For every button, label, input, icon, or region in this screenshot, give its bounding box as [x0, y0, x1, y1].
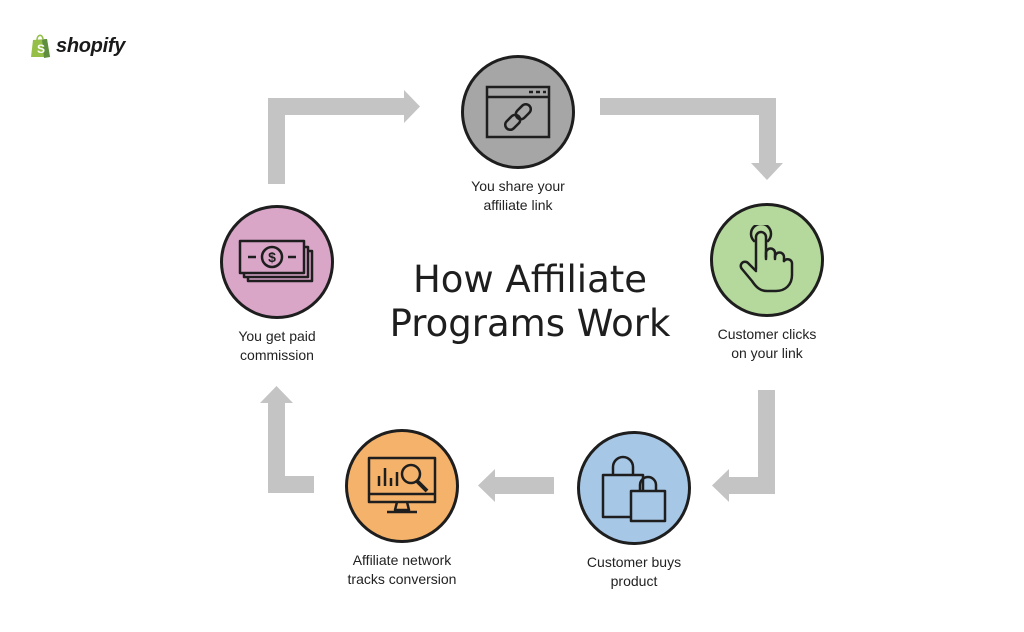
step-label-line: tracks conversion [347, 571, 457, 587]
step-label-line: product [610, 573, 658, 589]
step-customer-clicks: Customer clicks on your link [677, 203, 857, 363]
svg-text:S: S [37, 42, 45, 56]
arrow-track-to-commission [260, 386, 314, 493]
arrow-share-to-click [600, 98, 783, 180]
step-get-paid: $ You get paid commission [187, 205, 367, 365]
step-circle [345, 429, 459, 543]
step-network-tracks: Affiliate network tracks conversion [312, 429, 492, 589]
step-label-line: You share your [471, 178, 565, 194]
shopify-bag-icon: S [31, 34, 50, 58]
step-label: You share your affiliate link [428, 177, 608, 215]
page-title: How Affiliate Programs Work [360, 258, 700, 346]
step-customer-buys: Customer buys product [544, 431, 724, 591]
step-circle [577, 431, 691, 545]
step-share-link: You share your affiliate link [428, 55, 608, 215]
step-label-line: Customer buys [586, 554, 682, 570]
monitor-analytics-icon [367, 456, 437, 514]
step-label-line: on your link [731, 345, 803, 361]
arrow-click-to-buy [712, 390, 775, 502]
shopify-logo: S shopify [30, 33, 125, 59]
arrow-buy-to-track [478, 469, 554, 502]
title-line-2: Programs Work [389, 302, 671, 345]
brand-name: shopify [56, 34, 126, 57]
step-label: Affiliate network tracks conversion [312, 551, 492, 589]
step-label: Customer buys product [544, 553, 724, 591]
svg-text:$: $ [268, 249, 276, 265]
step-label-line: Customer clicks [717, 326, 817, 342]
arrow-commission-to-share [268, 90, 420, 184]
step-label: Customer clicks on your link [677, 325, 857, 363]
step-circle [461, 55, 575, 169]
title-line-1: How Affiliate [412, 258, 648, 301]
step-label-line: affiliate link [483, 197, 553, 213]
shopping-bags-icon [601, 455, 667, 523]
step-label: You get paid commission [187, 327, 367, 365]
pointer-hand-icon [739, 225, 794, 293]
step-circle: $ [220, 205, 334, 319]
step-label-line: You get paid [238, 328, 316, 344]
step-label-line: Affiliate network [352, 552, 452, 568]
browser-link-icon [485, 85, 551, 139]
step-circle [710, 203, 824, 317]
step-label-line: commission [240, 347, 314, 363]
cash-bills-icon: $ [238, 239, 314, 283]
